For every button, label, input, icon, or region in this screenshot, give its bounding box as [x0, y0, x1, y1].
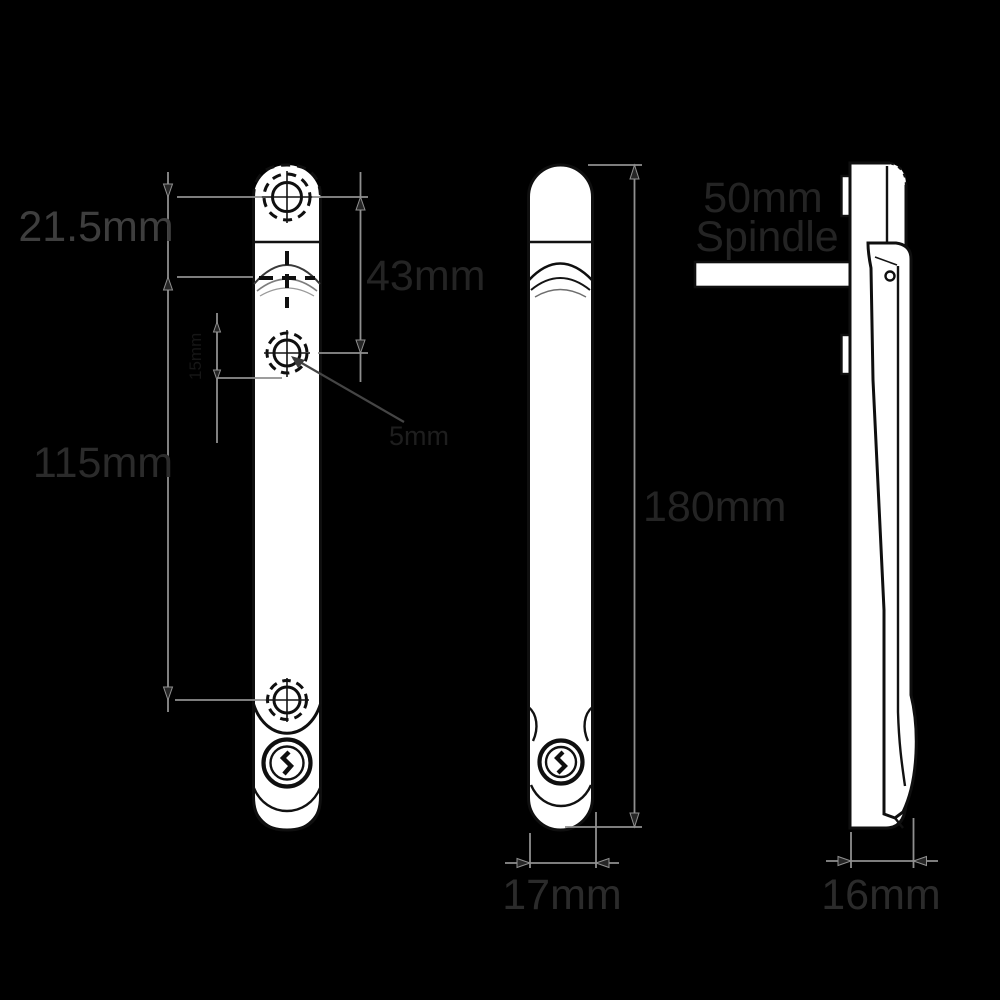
keyhole-inner-ring [269, 745, 305, 781]
arrowhead-16-right [911, 855, 927, 867]
dim-label-small-rotated: 15mm [186, 333, 205, 380]
arrowhead-43-upper [355, 195, 366, 211]
assembled-body [527, 163, 594, 832]
arrowhead-small-upper [212, 320, 222, 333]
backplate-outline [252, 198, 322, 832]
keyhole-inner-ring-assembled [544, 745, 578, 779]
arrowhead-180-lower [629, 812, 640, 829]
dimension-labels: 21.5mm 43mm 115mm 5mm 15mm 180mm 17mm 16… [18, 174, 940, 919]
side-view [693, 161, 918, 830]
side-lever [866, 241, 918, 820]
side-lever-inner-line [896, 266, 907, 787]
cylinder-collar-curve [252, 703, 322, 735]
spindle-cross [259, 251, 315, 308]
side-bottom-wedge-line [894, 817, 904, 829]
dim-label-180mm: 180mm [643, 483, 786, 531]
spindle-label-line2: Spindle [695, 213, 838, 261]
side-lever-neck-line [874, 256, 898, 266]
keyhole-cylinder [261, 737, 313, 789]
backplate-body-fill [253, 165, 321, 830]
dim-label-16mm: 16mm [821, 871, 940, 919]
fixing-hole-top-crosshair [261, 171, 313, 223]
spindle-label-line1: 50mm [703, 174, 822, 222]
dim-label-hole-callout: 5mm [389, 421, 449, 451]
fixing-hole-top [261, 171, 313, 223]
fixing-hole-bottom [265, 678, 309, 722]
arrowhead-16-left [837, 855, 853, 867]
fixing-hole-middle-crosshair [264, 330, 310, 377]
dim-label-17mm: 17mm [502, 871, 621, 919]
lever-top-arc-1 [528, 262, 593, 281]
assembled-bottom-inner-arc [529, 784, 593, 808]
arrowhead-screw-centres-lower [162, 686, 174, 702]
lever-notch-left [527, 706, 538, 742]
dimension-annotations [162, 163, 938, 869]
lever-top-arc-3 [534, 288, 587, 298]
dim-label-43mm: 43mm [366, 252, 485, 300]
key-slot [279, 750, 295, 776]
arrowhead-small-lower [212, 369, 222, 382]
key-slot-assembled [554, 750, 568, 775]
dim-label-top-offset: 21.5mm [18, 203, 173, 251]
arrowhead-17-right [594, 857, 610, 869]
arrowhead-17-left [516, 857, 532, 869]
arrowhead-top-offset-lower [162, 275, 174, 291]
side-pivot-hole [884, 270, 896, 282]
backplate-top-dashed-arc [252, 163, 322, 199]
lever-notch-right [583, 706, 594, 742]
backplate-bottom-inner-arc [252, 786, 322, 813]
front-view-backplate [252, 163, 322, 832]
keyhole-cylinder-assembled [537, 738, 585, 786]
side-backplate-top-dashed-corner [889, 161, 908, 186]
arrowhead-top-offset-upper [162, 183, 174, 199]
lever-top-arc-2 [530, 277, 591, 291]
fixing-hole-middle [264, 330, 310, 377]
arrowhead-43-lower [355, 339, 366, 355]
fixing-hole-bottom-crosshair [265, 678, 309, 722]
leader-arrowhead [291, 356, 305, 368]
arrowhead-180-upper [629, 163, 640, 180]
dim-label-115mm: 115mm [33, 439, 173, 487]
leader-line-hole-callout [292, 357, 405, 423]
spindle-bar [693, 260, 852, 289]
front-view-assembled [527, 163, 594, 832]
